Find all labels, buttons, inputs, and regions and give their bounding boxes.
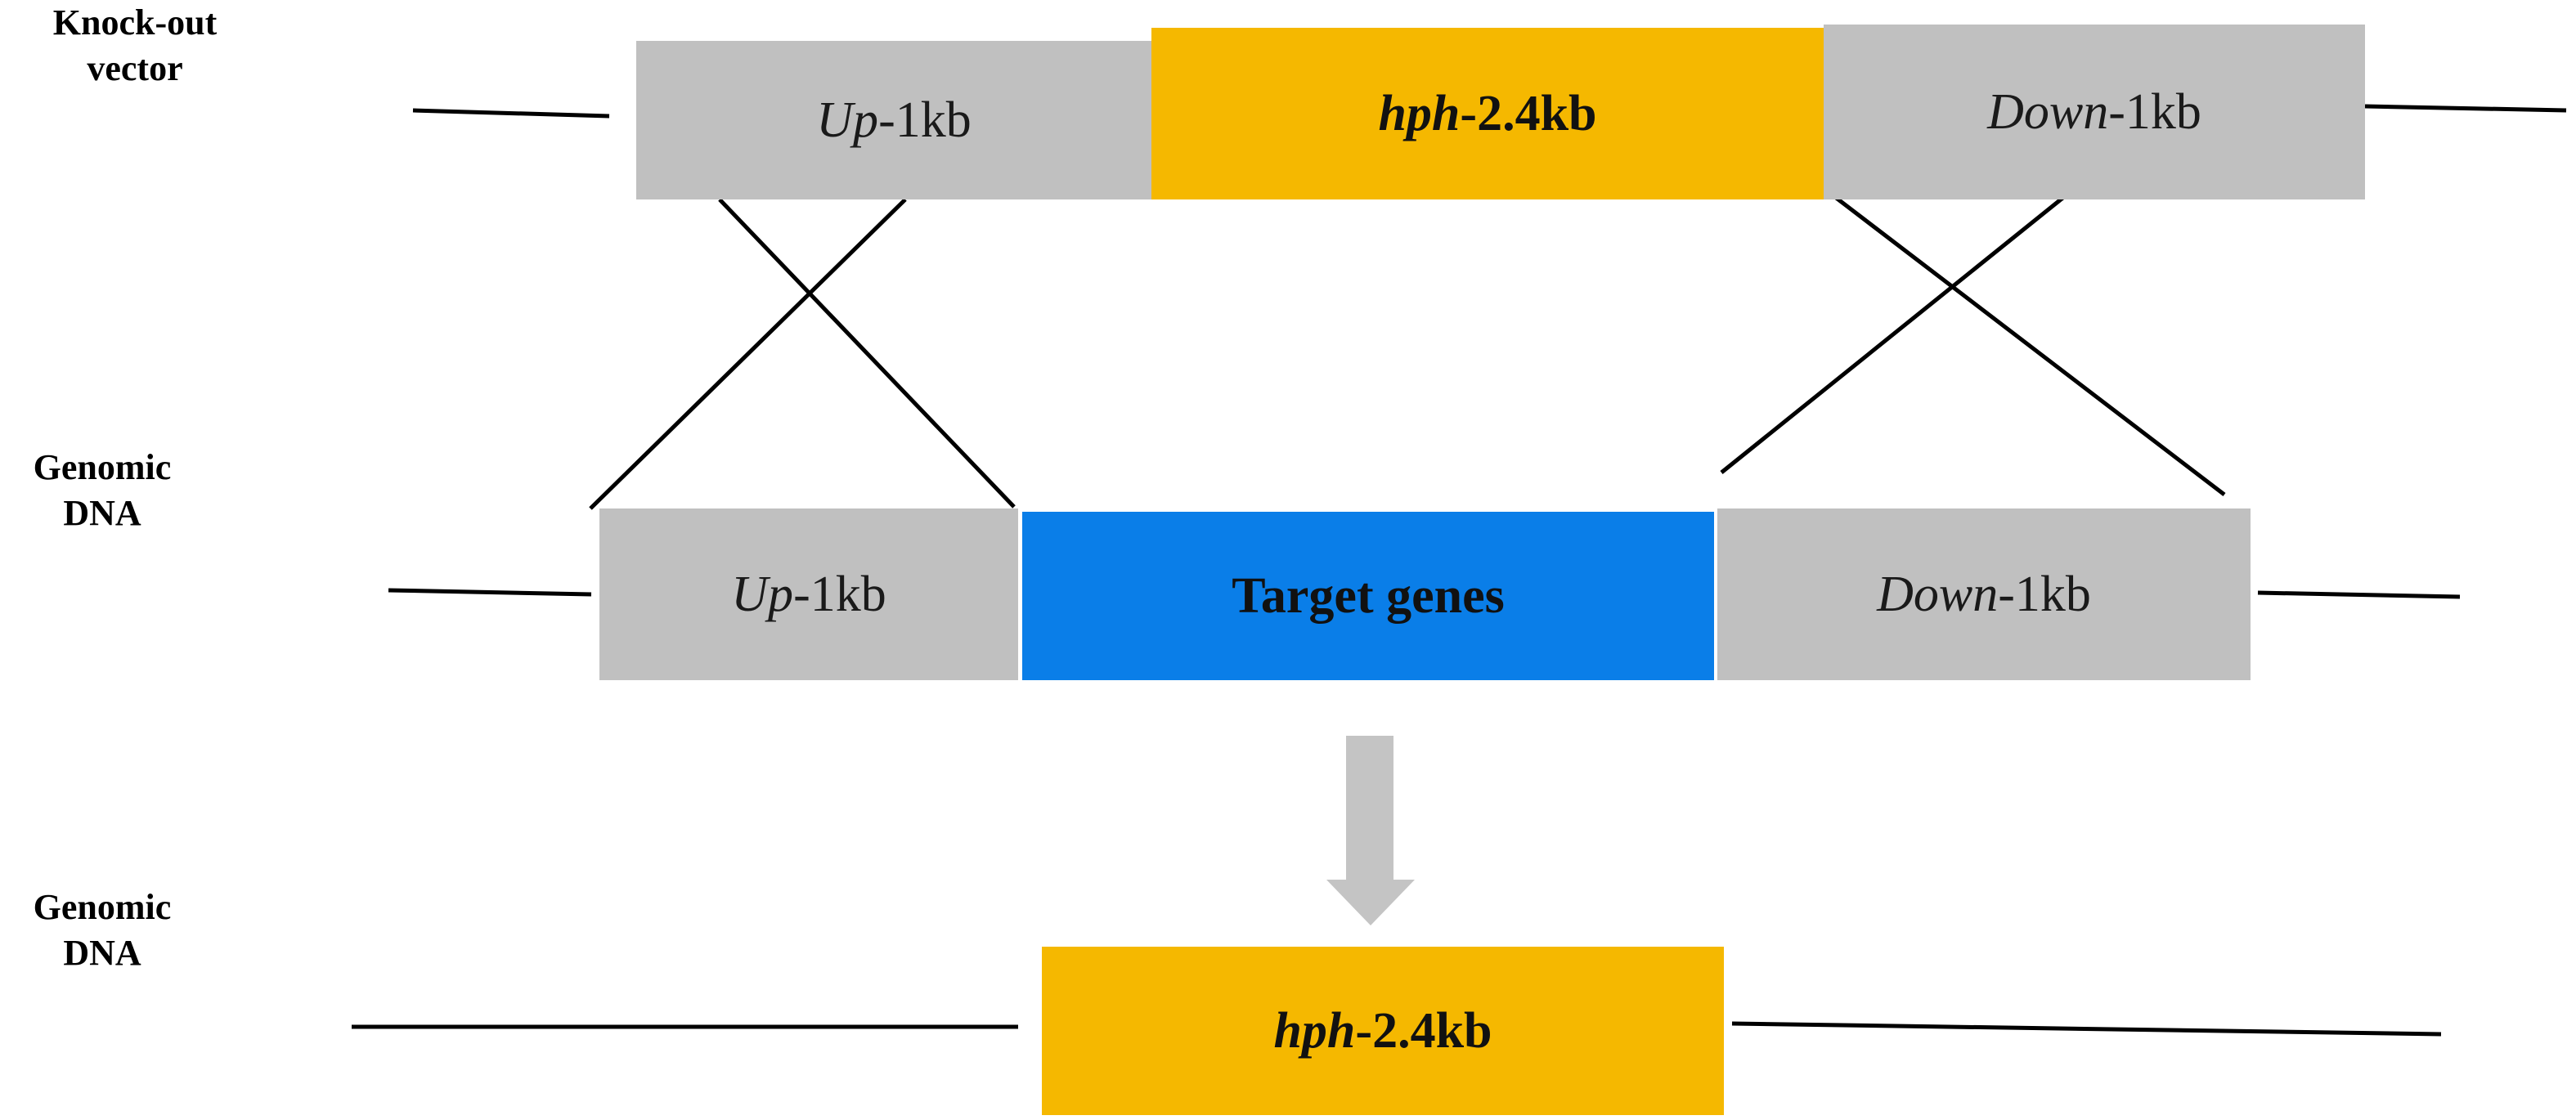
vector-left-flank-line bbox=[412, 108, 610, 119]
genomic-up-arm-name: Up bbox=[731, 566, 794, 622]
row-label-knockout-vector: Knock-out vector bbox=[52, 2, 218, 88]
down-arrow-icon bbox=[1326, 736, 1415, 925]
result-hph-block: hph-2.4kb bbox=[1042, 947, 1724, 1115]
crossover-down-line-b bbox=[1720, 195, 2067, 474]
vector-up-arm-block: Up-1kb bbox=[636, 41, 1151, 199]
target-genes-block: Target genes bbox=[1022, 512, 1714, 680]
vector-up-arm-size: -1kb bbox=[878, 92, 972, 148]
vector-hph-block: hph-2.4kb bbox=[1151, 28, 1824, 199]
genomic-up-arm-size: -1kb bbox=[793, 566, 886, 622]
genomic-down-arm-block: Down-1kb bbox=[1717, 508, 2251, 680]
vector-hph-name: hph bbox=[1378, 85, 1461, 141]
target-genes-label: Target genes bbox=[1232, 567, 1505, 624]
genomic-down-arm-name: Down bbox=[1877, 566, 1999, 622]
result-hph-size: -2.4kb bbox=[1355, 1002, 1492, 1059]
genomic-down-arm-size: -1kb bbox=[1998, 566, 2091, 622]
crossover-up-line-b bbox=[589, 198, 907, 510]
row-label-genomic-dna-1: Genomic DNA bbox=[33, 447, 172, 533]
genomic-left-flank-line bbox=[388, 588, 592, 597]
vector-up-arm-name: Up bbox=[816, 92, 879, 148]
row-label-genomic-dna-2: Genomic DNA bbox=[33, 887, 172, 973]
vector-hph-size: -2.4kb bbox=[1460, 85, 1597, 141]
result-hph-name: hph bbox=[1273, 1002, 1356, 1059]
genomic-up-arm-block: Up-1kb bbox=[599, 508, 1018, 680]
crossover-down-line-a bbox=[1830, 193, 2226, 496]
genomic-right-flank-line bbox=[2257, 590, 2461, 599]
vector-down-arm-block: Down-1kb bbox=[1824, 25, 2365, 199]
vector-right-flank-line bbox=[2364, 104, 2567, 113]
vector-down-arm-size: -1kb bbox=[2108, 83, 2201, 140]
crossover-up-line-a bbox=[718, 198, 1016, 508]
vector-down-arm-name: Down bbox=[1987, 83, 2109, 140]
result-right-flank-line bbox=[1731, 1021, 2442, 1037]
